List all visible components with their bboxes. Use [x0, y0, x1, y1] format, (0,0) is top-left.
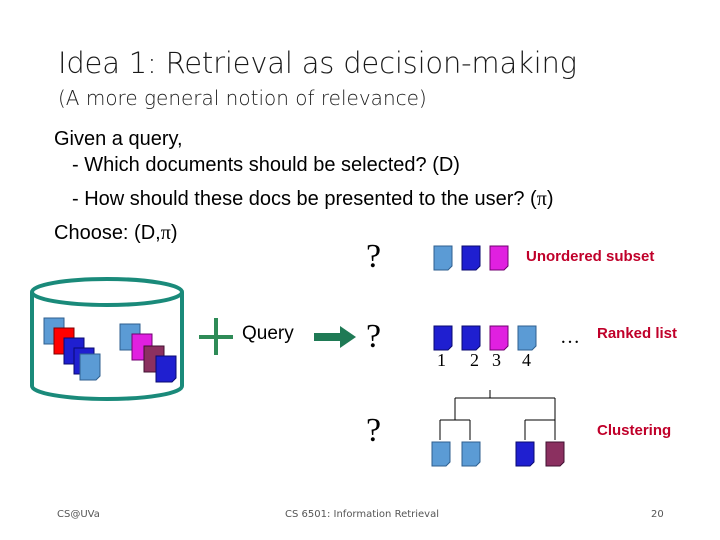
- document-icon: [462, 246, 480, 270]
- document-icon: [432, 442, 450, 466]
- document-icon: [516, 442, 534, 466]
- document-icon: [490, 326, 508, 350]
- ranked-list-documents: [434, 326, 536, 350]
- rank-number: 1: [437, 350, 446, 371]
- document-icon: [490, 246, 508, 270]
- document-icon: [546, 442, 564, 466]
- document-icon: [80, 354, 100, 380]
- unordered-subset-documents: [434, 246, 508, 270]
- footer-course-site: CS@UVa: [57, 509, 100, 520]
- clustering-tree: [440, 390, 555, 440]
- unordered-subset-label: Unordered subset: [526, 248, 654, 265]
- right-arrow-icon: [314, 326, 356, 348]
- document-icon: [462, 442, 480, 466]
- plus-icon: [199, 318, 233, 355]
- document-icon: [518, 326, 536, 350]
- ranked-list-label: Ranked list: [597, 325, 677, 342]
- document-icon: [156, 356, 176, 382]
- rank-number: 3: [492, 350, 501, 371]
- query-label: Query: [242, 323, 294, 345]
- clustering-label: Clustering: [597, 422, 671, 439]
- rank-number: 2: [470, 350, 479, 371]
- document-icon: [434, 246, 452, 270]
- database-documents-group-2: [120, 324, 176, 382]
- page-number: 20: [651, 509, 664, 520]
- question-mark-ranked: ?: [366, 318, 381, 356]
- footer-course-title: CS 6501: Information Retrieval: [285, 509, 439, 520]
- document-icon: [462, 326, 480, 350]
- document-icon: [434, 326, 452, 350]
- question-mark-unordered: ?: [366, 238, 381, 276]
- question-mark-clustering: ?: [366, 412, 381, 450]
- clustering-documents: [432, 442, 564, 466]
- database-documents-group-1: [44, 318, 100, 380]
- rank-number: 4: [522, 350, 531, 371]
- ranked-list-ellipsis: …: [560, 326, 580, 349]
